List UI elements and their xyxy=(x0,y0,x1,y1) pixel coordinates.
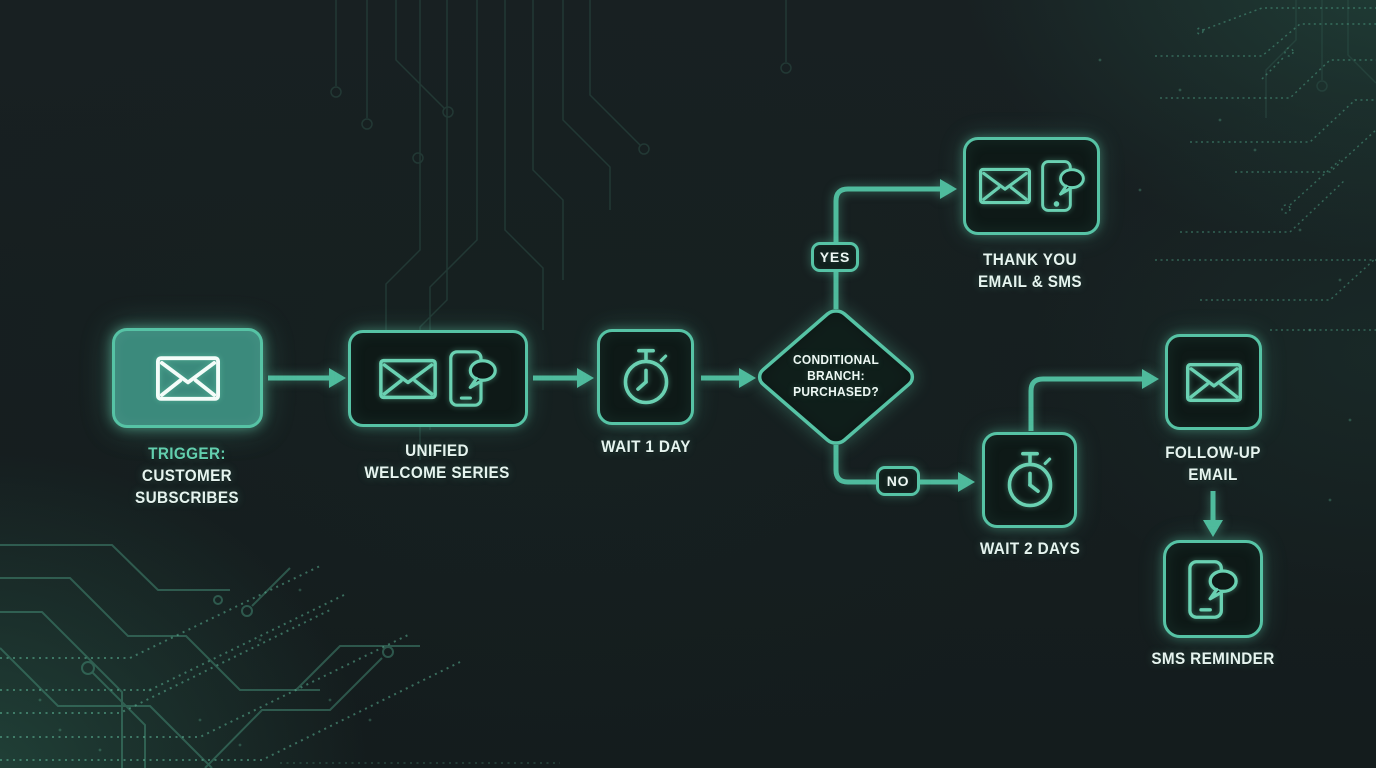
node-sms-reminder-label: SMS REMINDER xyxy=(1114,648,1312,670)
label-line: WAIT 2 DAYS xyxy=(979,539,1081,558)
envelope-icon xyxy=(379,358,437,399)
edge-wait2-to-followup xyxy=(1028,376,1144,431)
phone-chat-icon xyxy=(1040,160,1085,212)
label-line: BRANCH: xyxy=(807,368,865,383)
node-conditional-branch-label: CONDITIONAL BRANCH: PURCHASED? xyxy=(735,352,937,400)
label-line: THANK YOU xyxy=(983,250,1077,269)
label-line: SUBSCRIBES xyxy=(135,488,239,507)
circuit-traces-top-right xyxy=(1155,7,1376,331)
phone-chat-icon xyxy=(1188,559,1238,619)
node-wait-1-day-label: WAIT 1 DAY xyxy=(547,436,745,458)
node-follow-up-email xyxy=(1165,334,1262,430)
label-line: EMAIL xyxy=(1188,465,1238,484)
node-trigger xyxy=(112,328,263,428)
node-sms-reminder xyxy=(1163,540,1263,638)
label-line: FOLLOW-UP xyxy=(1165,443,1261,462)
circuit-dots xyxy=(38,58,1352,752)
envelope-icon xyxy=(978,167,1031,205)
arrowheads xyxy=(329,179,1223,537)
label-line: WELCOME SERIES xyxy=(364,463,510,482)
node-trigger-label: TRIGGER: CUSTOMER SUBSCRIBES xyxy=(88,443,286,509)
label-line: CONDITIONAL xyxy=(792,352,880,367)
node-wait-1-day xyxy=(597,329,694,425)
node-welcome-series xyxy=(348,330,528,427)
label-line: TRIGGER: xyxy=(148,444,226,463)
stopwatch-icon xyxy=(1007,451,1052,507)
label-line: CUSTOMER xyxy=(141,466,233,485)
node-thank-you xyxy=(963,137,1100,235)
no-text: NO xyxy=(886,473,910,489)
node-wait-2-days xyxy=(982,432,1077,528)
label-line: PURCHASED? xyxy=(793,384,879,399)
edge-branch-no xyxy=(833,445,960,485)
branch-label-no: NO xyxy=(876,466,920,496)
circuit-traces-bottom-left xyxy=(0,544,420,768)
label-line: WAIT 1 DAY xyxy=(601,437,691,456)
stopwatch-icon xyxy=(623,348,668,404)
phone-chat-icon xyxy=(449,350,497,407)
envelope-icon xyxy=(1185,362,1242,402)
node-thank-you-label: THANK YOU EMAIL & SMS xyxy=(931,249,1129,293)
node-wait-2-days-label: WAIT 2 DAYS xyxy=(931,538,1129,560)
label-line: UNIFIED xyxy=(405,441,469,460)
node-follow-up-email-label: FOLLOW-UP EMAIL xyxy=(1114,442,1312,486)
circuit-dotted-bottom-left xyxy=(0,565,560,764)
node-welcome-series-label: UNIFIED WELCOME SERIES xyxy=(338,440,536,484)
label-line: EMAIL & SMS xyxy=(977,272,1082,291)
envelope-icon xyxy=(155,355,220,401)
branch-label-yes: YES xyxy=(811,242,859,272)
label-line: SMS REMINDER xyxy=(1151,649,1275,668)
yes-text: YES xyxy=(819,249,851,265)
node-conditional-branch xyxy=(745,297,927,457)
edge-branch-yes xyxy=(833,186,942,309)
